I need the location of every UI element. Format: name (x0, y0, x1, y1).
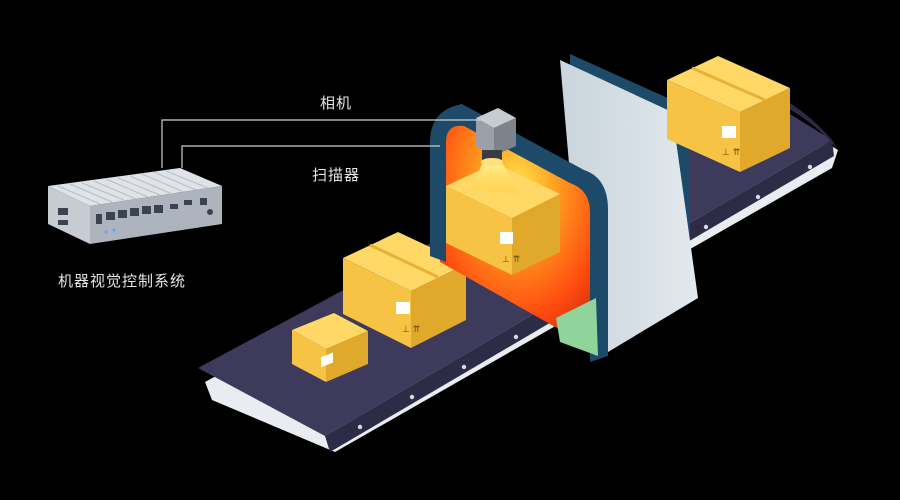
svg-text:⊥ ⇈: ⊥ ⇈ (722, 148, 741, 158)
cardboard-box-medium: ⊥ ⇈ (343, 232, 466, 348)
camera-device (470, 108, 520, 195)
cardboard-box-back: ⊥ ⇈ (667, 56, 790, 172)
svg-text:⊥ ⇈: ⊥ ⇈ (402, 325, 421, 335)
camera-label: 相机 (320, 95, 353, 112)
tunnel-floor (556, 298, 598, 356)
connector-lines (161, 119, 490, 168)
scanner-connector (181, 145, 440, 168)
industrial-pc (48, 168, 222, 244)
scanner-label: 扫描器 (312, 167, 361, 184)
tunnel-frame (430, 104, 608, 362)
belt-rivets (357, 164, 813, 430)
svg-text:⊥ ⇈: ⊥ ⇈ (502, 255, 521, 265)
scan-beam (470, 162, 520, 195)
camera-connector (161, 119, 490, 168)
cardboard-box-small (292, 313, 368, 382)
controller-label: 机器视觉控制系统 (58, 273, 187, 290)
